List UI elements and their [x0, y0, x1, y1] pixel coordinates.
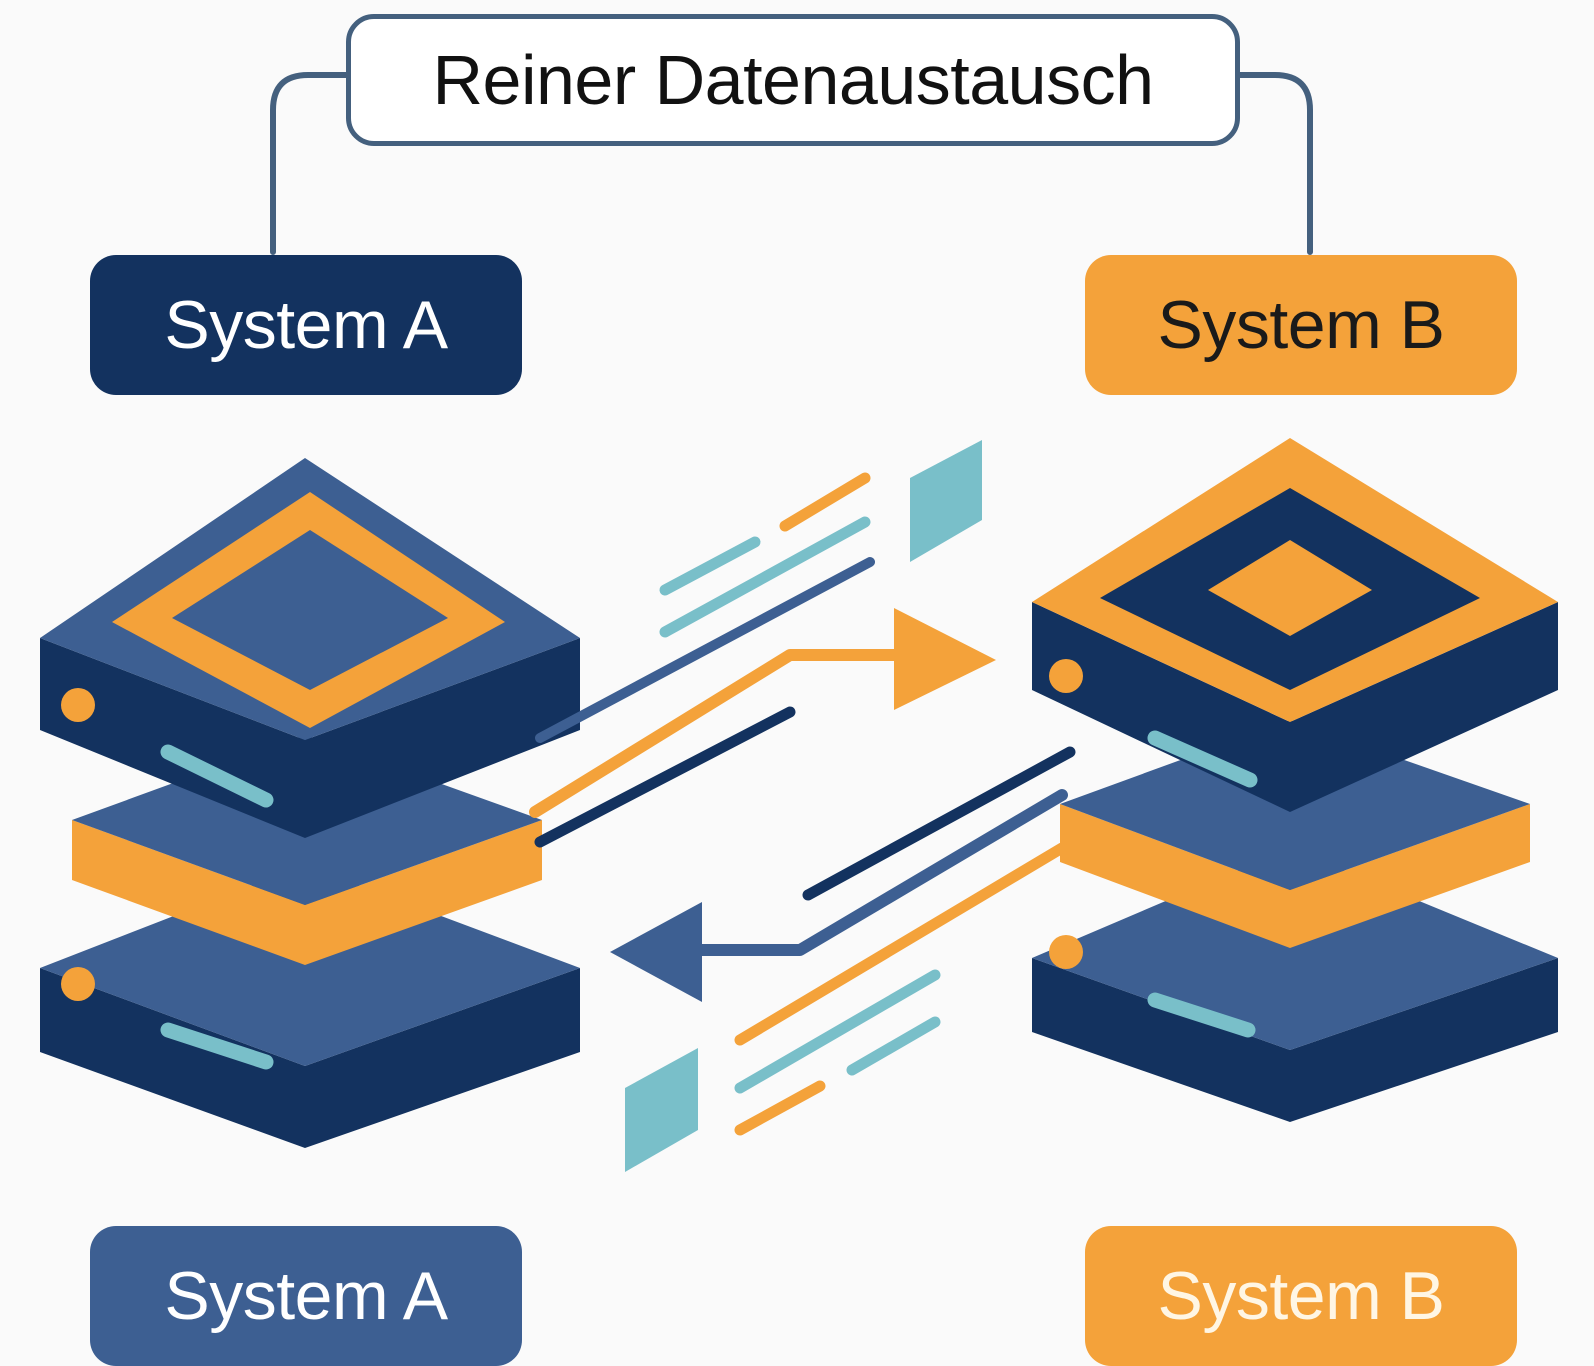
server-unit-top-b: [1032, 438, 1558, 812]
server-stack-icon: [40, 458, 580, 1148]
server-unit-bottom-b: [1032, 848, 1558, 1122]
data-flow-b-to-a: [610, 746, 1076, 1172]
server-stack-icon: [1032, 438, 1558, 1122]
data-packet-icon: [910, 440, 982, 562]
data-flow-a-to-b: [529, 440, 996, 848]
arrow-left-icon: [610, 902, 702, 1002]
connector-line: [270, 72, 1313, 255]
data-packet-icon: [625, 1048, 698, 1172]
server-unit-bottom-a: [40, 865, 580, 1148]
system-b-label-bottom: System B: [1085, 1226, 1517, 1366]
system-b-label-top: System B: [1085, 255, 1517, 395]
system-a-label-top: System A: [90, 255, 522, 395]
system-a-label-bottom: System A: [90, 1226, 522, 1366]
arrow-right-icon: [894, 608, 996, 710]
server-unit-top-a: [40, 458, 580, 838]
diagram-title: Reiner Datenaustausch: [346, 14, 1240, 146]
